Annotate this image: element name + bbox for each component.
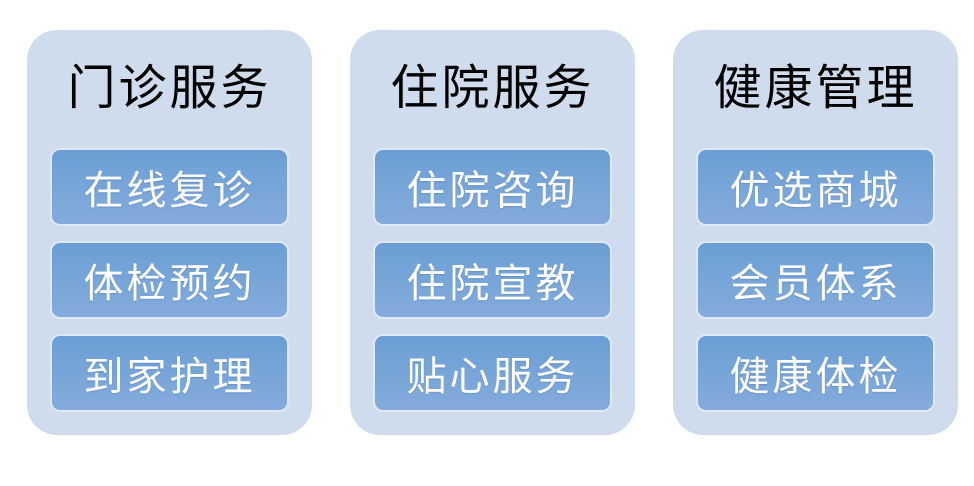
health-management-items: 优选商城 会员体系 健康体检 xyxy=(696,148,935,412)
card-title-inpatient: 住院服务 xyxy=(390,62,595,115)
item-preferred-mall: 优选商城 xyxy=(696,148,935,226)
inpatient-items: 住院咨询 住院宣教 贴心服务 xyxy=(373,148,612,412)
item-health-checkup: 健康体检 xyxy=(696,334,935,412)
card-health-management: 健康管理 优选商城 会员体系 健康体检 xyxy=(673,30,958,435)
item-home-nursing: 到家护理 xyxy=(50,334,289,412)
item-caring-service: 贴心服务 xyxy=(373,334,612,412)
item-online-followup: 在线复诊 xyxy=(50,148,289,226)
item-membership-system: 会员体系 xyxy=(696,241,935,319)
card-inpatient-services: 住院服务 住院咨询 住院宣教 贴心服务 xyxy=(350,30,635,435)
item-inpatient-education: 住院宣教 xyxy=(373,241,612,319)
card-outpatient-services: 门诊服务 在线复诊 体检预约 到家护理 xyxy=(27,30,312,435)
card-title-outpatient: 门诊服务 xyxy=(67,62,272,115)
outpatient-items: 在线复诊 体检预约 到家护理 xyxy=(50,148,289,412)
category-row: 门诊服务 在线复诊 体检预约 到家护理 住院服务 住院咨询 住院宣教 贴心服务 … xyxy=(27,30,958,435)
item-inpatient-consult: 住院咨询 xyxy=(373,148,612,226)
item-checkup-booking: 体检预约 xyxy=(50,241,289,319)
card-title-health-management: 健康管理 xyxy=(713,62,918,115)
